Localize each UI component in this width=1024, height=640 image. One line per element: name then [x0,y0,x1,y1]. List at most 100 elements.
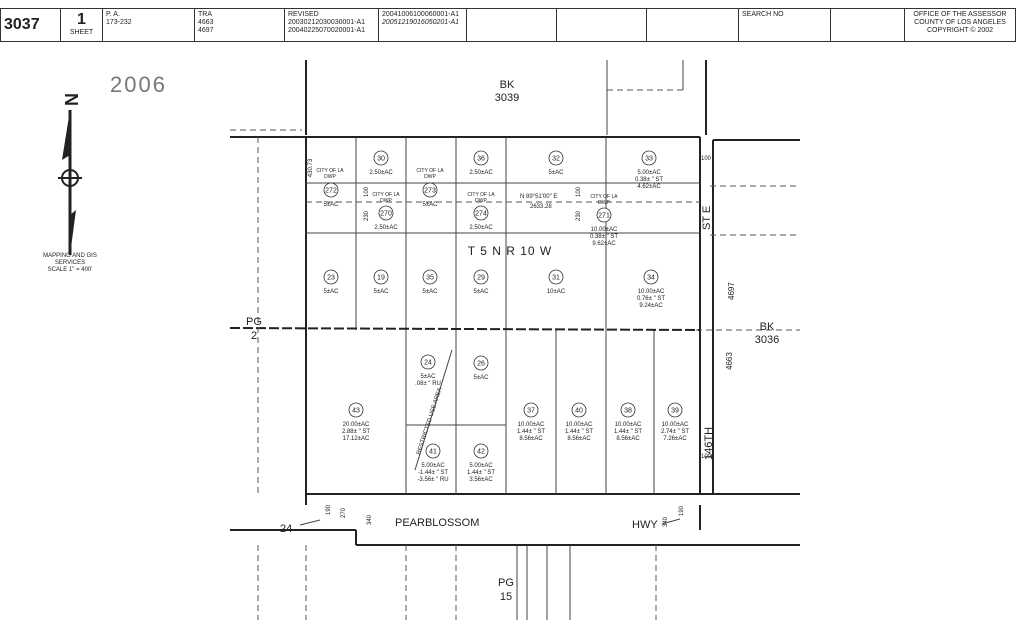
north-letter: N [62,93,82,106]
dwp-owner-sub: DWP [324,174,336,180]
parcel-26[interactable]: 26 5±AC [473,355,490,381]
parcel-33[interactable]: 335.00±AC0.38± " ST4.62±AC [635,150,663,190]
dwp-owner-sub: DWP [475,198,487,204]
parcel-area: 5±AC [324,289,340,295]
parcel-41[interactable]: 415.00±AC-1.44± " ST-3.56± " RU [417,443,449,483]
parcel-area-detail: 8.56±AC [567,436,591,442]
parcel-24[interactable]: 245±AC.08± " RU [415,354,441,387]
bearing-label: N 89°51'00" E [520,194,557,200]
parcel-area-detail: 2.74± " ST [661,429,689,435]
parcel-number: 36 [477,156,485,163]
parcel-42[interactable]: 425.00±AC1.44± " ST3.56±AC [467,443,495,483]
revised-label: REVISED [288,11,319,18]
parcel-area: 10.00±AC [638,289,665,295]
highway-label-pearblossom: PEARBLOSSOM [395,517,479,529]
street-label-st-e: ST E [701,206,713,230]
parcel-number: 42 [477,449,485,456]
parcel-area: 10±AC [547,289,566,295]
tra-4663-label: 4663 [725,352,734,370]
pg-bottom-label: PG [498,577,514,589]
parcel-30[interactable]: 302.50±AC [369,150,393,176]
parcel-number-circle [548,269,564,285]
parcel-number: 40 [575,408,583,415]
dimension-label: 100 [576,186,582,197]
parcel-32[interactable]: 325±AC [549,150,565,176]
parcel-area: 10.00±AC [518,422,545,428]
parcel-37[interactable]: 37 10.00±AC1.44± " ST8.56±AC [517,402,545,442]
bk-right-number: 3036 [755,334,779,346]
parcel-number-circle [348,402,364,418]
parcel-area-detail: 4.62±AC [637,184,661,190]
bearing-distance: 2633.28 [530,204,552,210]
book-number: 3037 [4,16,40,33]
parcel-area-detail: 8.56±AC [616,436,640,442]
parcel-36[interactable]: 362.50±AC [469,150,493,176]
parcel-23[interactable]: 235±AC [324,269,340,295]
parcel-number-circle [571,402,587,418]
parcel-number-circle [473,150,489,166]
search-label: SEARCH NO [742,11,784,18]
parcel-number-circle [425,443,441,459]
parcel-area-detail: 17.12±AC [343,436,370,442]
blank-cell [831,9,905,41]
parcel-area-detail: 7.26±AC [663,436,687,442]
office-line: OFFICE OF THE ASSESSOR [913,11,1007,18]
parcel-area: 5±AC [474,289,490,295]
pg-left-label: PG [246,316,262,328]
parcel-35[interactable]: 355±AC [423,269,439,295]
parcel-19[interactable]: 195±AC [374,269,390,295]
parcel-number: 43 [352,408,360,415]
parcel-area-detail: 8.56±AC [519,436,543,442]
parcel-area-detail: 9.24±AC [639,303,663,309]
dimension-label: 100 [701,156,712,162]
parcel-29[interactable]: 29 5±AC [474,269,490,295]
tra-value: 4697 [198,27,214,34]
parcel-area: 5.00±AC [469,463,493,469]
dwp-owner: CITY OF LA [316,168,344,174]
parcel-number: 270 [380,211,392,218]
book-number-cell: 3037 [1,9,61,41]
parcel-number: 39 [671,408,679,415]
parcel-number-circle [596,207,612,223]
parcel-number-circle [323,182,339,198]
parcel-area-detail: 1.44± " ST [517,429,545,435]
township-label: T 5 N R 10 W [468,244,552,258]
parcel-area: 10.00±AC [566,422,593,428]
parcel-number-circle [378,205,394,221]
pa-cell: P. A. 173-232 [103,9,195,41]
parcel-number: 29 [477,275,485,282]
parcel-area: 5±AC [423,202,439,208]
revised-cell: REVISED 20030212030030001-A1 20040225070… [285,9,379,41]
parcel-number: 19 [377,275,385,282]
parcel-area-detail: -3.56± " RU [417,477,448,483]
office-line: COUNTY OF LOS ANGELES [914,19,1006,26]
parcel-number: 26 [477,361,485,368]
parcel-number-circle [523,402,539,418]
pa-value: 173-232 [106,19,132,26]
highway-pointer [661,518,681,525]
parcel-area-detail: .08± " RU [415,381,441,387]
parcel-area-detail: 9.62±AC [592,241,616,247]
parcel-area-detail: 0.38± " ST [590,234,618,240]
parcel-number-circle [473,355,489,371]
parcel-area: 5±AC [474,375,490,381]
parcel-area-detail: 0.76± " ST [637,296,665,302]
dimension-label: 100 [701,454,712,460]
parcel-number: 37 [527,408,535,415]
parcel-number: 32 [552,156,560,163]
